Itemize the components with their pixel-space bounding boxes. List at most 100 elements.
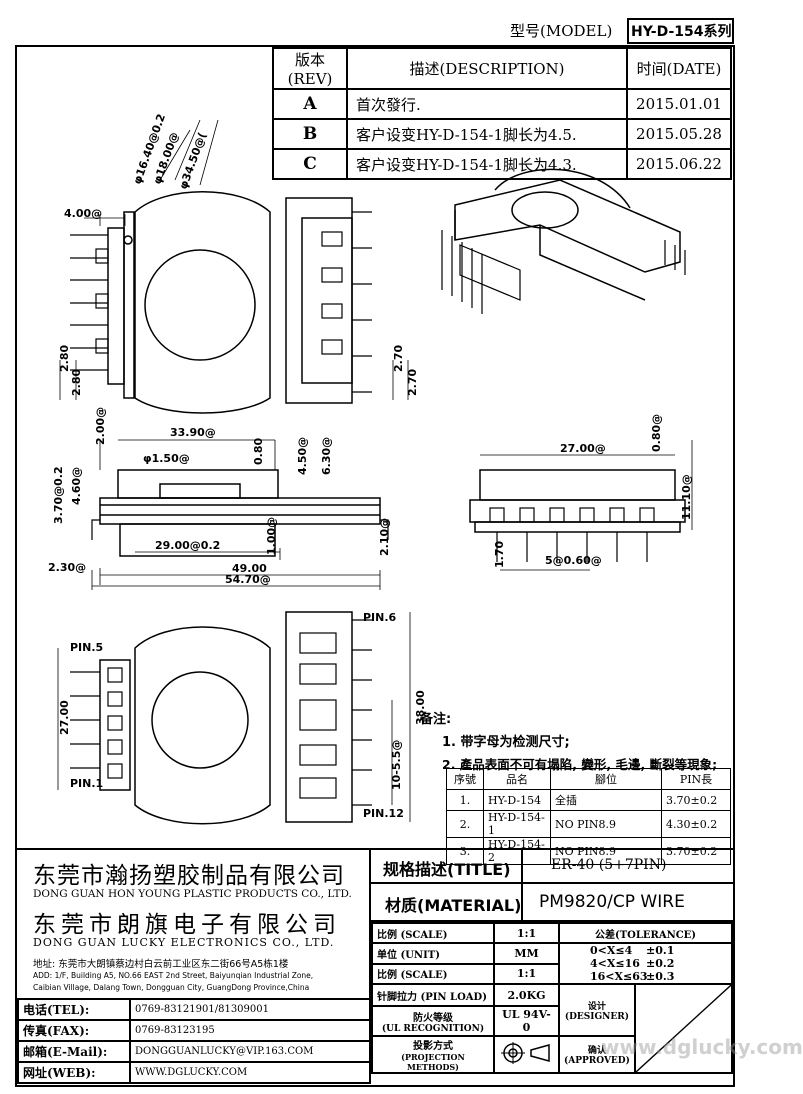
pin-label: PIN.1: [70, 777, 103, 790]
desc-cell: 首次發行.: [346, 88, 628, 120]
dim-label: 4.50@: [296, 437, 309, 475]
tol-value: ±0.1: [646, 944, 675, 957]
dim-label: 27.00@: [560, 442, 606, 455]
dim-label: 38.00: [414, 690, 427, 725]
approved-label: 确认: [587, 1046, 606, 1056]
tol-range: 16<X≤63: [590, 970, 648, 983]
signature-cell: [633, 983, 734, 1074]
contact-label: 电话(TEL):: [17, 998, 131, 1021]
approved-label: (APPROVED): [564, 1056, 630, 1066]
isometric-view: [441, 168, 686, 314]
dim-label: 11.10@: [680, 474, 693, 520]
approved-cell: 确认 (APPROVED): [558, 1035, 636, 1074]
technical-drawing: φ34.50@( φ18.00@ φ16.40@0.2 4.00@ 2.80 2…: [48, 112, 693, 825]
dim-label: 4.00@: [64, 207, 102, 220]
contact-label: 传真(FAX):: [17, 1019, 131, 1042]
tolerance-values: 0<X≤4±0.1 4<X≤16±0.2 16<X≤63±0.3: [558, 942, 733, 985]
company-address: ADD: 1/F, Building A5, NO.66 EAST 2nd St…: [33, 971, 314, 980]
tol-value: ±0.3: [646, 970, 675, 983]
pin-label: PIN.5: [70, 641, 103, 654]
dim-label: 2.70: [406, 369, 419, 396]
model-block: 型号(MODEL) HY-D-154系列: [460, 18, 734, 44]
spec-table: 比例 (SCALE) 1:1 公差(TOLERANCE) 单位 (UNIT) M…: [371, 922, 734, 1074]
dim-label: 1.70: [493, 541, 506, 568]
company-name-cn: 东莞市瀚扬塑胶制品有限公司: [33, 863, 345, 889]
pin-name: HY-D-154-2: [483, 837, 551, 865]
scale-value: 1:1: [493, 962, 560, 985]
notes-title: 备注:: [420, 712, 452, 727]
scale-value: 1:1: [493, 922, 560, 944]
tol-range: 4<X≤16: [590, 957, 640, 970]
dim-label: 54.70@: [225, 573, 271, 586]
watermark: www.dglucky.com: [601, 1035, 803, 1059]
desc-cell: 客户设变HY-D-154-1脚长为4.5.: [346, 118, 628, 150]
pin-pins: 全插: [550, 789, 662, 811]
pin-no: 1.: [446, 789, 484, 811]
tolerance-label: 公差(TOLERANCE): [558, 922, 733, 944]
title-label: 规格描述(TITLE): [383, 860, 511, 879]
pin-len: 4.30±0.2: [661, 810, 731, 838]
side-view: [285, 197, 409, 404]
date-cell: 2015.05.28: [626, 118, 732, 150]
ul-cn: 防火等级: [413, 1012, 453, 1024]
contact-value: 0769-83121901/81309001: [129, 998, 371, 1021]
pin-no: 2.: [446, 810, 484, 838]
pin-table-header: 品名: [483, 768, 551, 790]
contact-label: 网址(WEB):: [17, 1061, 131, 1084]
date-cell: 2015.06.22: [626, 148, 732, 180]
pin-pins: NO PIN8.9: [550, 810, 662, 838]
designer-label: 设计: [587, 1001, 606, 1012]
contacts-table: 电话(TEL): 0769-83121901/81309001 传真(FAX):…: [17, 998, 371, 1084]
projection-symbol: [493, 1035, 560, 1074]
pin-table-header: PIN長: [661, 768, 731, 790]
dim-label: 29.00@0.2: [155, 539, 220, 552]
dim-label: 27.00: [58, 700, 71, 735]
rev-header: 版本(REV): [272, 47, 348, 90]
contact-value: 0769-83123195: [129, 1019, 371, 1042]
title-value: ER-40 (5+7PIN): [551, 857, 667, 873]
pin-pins: NO PIN8.9: [550, 837, 662, 865]
pin-no: 3.: [446, 837, 484, 865]
designer-cell: 设计 (DESIGNER): [558, 983, 636, 1037]
contact-value: WWW.DGLUCKY.COM: [129, 1061, 371, 1084]
proj-label: 投影方式 (PROJECTION METHODS): [371, 1035, 495, 1074]
revision-table: 版本(REV) 描述(DESCRIPTION) 时间(DATE) A 首次發行.…: [272, 47, 732, 180]
company-address: 地址: 东莞市大朗镇蔡边村白云前工业区东二街66号A5栋1楼: [33, 959, 289, 970]
ul-label: 防火等级 (UL RECOGNITION): [371, 1005, 495, 1037]
pin-label: PIN.12: [363, 807, 404, 820]
rev-cell: B: [272, 118, 348, 150]
contact-value: DONGGUANLUCKY@VIP.163.COM: [129, 1040, 371, 1063]
dim-label: 49.00: [232, 562, 267, 575]
material-label: 材质(MATERIAL): [385, 896, 522, 915]
drawing-frame: [15, 45, 735, 1087]
dim-label: 2.80: [58, 345, 71, 372]
dim-label: 4.60@: [70, 467, 83, 505]
designer-label: (DESIGNER): [564, 1011, 629, 1022]
company-name-en: DONG GUAN LUCKY ELECTRONICS CO., LTD.: [33, 936, 335, 949]
dim-label: 6.30@: [320, 437, 333, 475]
dim-label: φ34.50@(: [177, 131, 210, 191]
dim-label: 2.10@: [378, 518, 391, 556]
projection-icon: [500, 1041, 550, 1064]
company-block: 东莞市瀚扬塑胶制品有限公司 DONG GUAN HON YOUNG PLASTI…: [17, 848, 371, 1000]
pin-name: HY-D-154-1: [483, 810, 551, 838]
pin-table-header: 序號: [446, 768, 484, 790]
model-label: 型号(MODEL): [510, 22, 613, 40]
company-address: Caibian Village, Dalang Town, Dongguan C…: [33, 983, 310, 992]
desc-cell: 客户设变HY-D-154-1脚长为4.3.: [346, 148, 628, 180]
pinload-label: 针脚拉力 (PIN LOAD): [371, 983, 495, 1007]
notes: 备注: 1. 带字母为检测尺寸; 2. 產品表面不可有塌陷, 變形, 毛邊, 斷…: [420, 708, 740, 773]
rev-cell: A: [272, 88, 348, 120]
pin-name: HY-D-154: [483, 789, 551, 811]
date-header: 时间(DATE): [626, 47, 732, 90]
scale-label: 比例 (SCALE): [371, 962, 495, 985]
pin-label: PIN.6: [363, 611, 397, 624]
ul-en: (UL RECOGNITION): [381, 1023, 485, 1034]
top-view: [59, 119, 271, 414]
bottom-view: [57, 611, 411, 825]
desc-header: 描述(DESCRIPTION): [346, 47, 628, 90]
material-value: PM9820/CP WIRE: [539, 892, 685, 912]
dim-label: 10-5.5@: [390, 740, 403, 790]
tol-value: ±0.2: [646, 957, 675, 970]
dim-label: 1.00@: [265, 517, 278, 555]
